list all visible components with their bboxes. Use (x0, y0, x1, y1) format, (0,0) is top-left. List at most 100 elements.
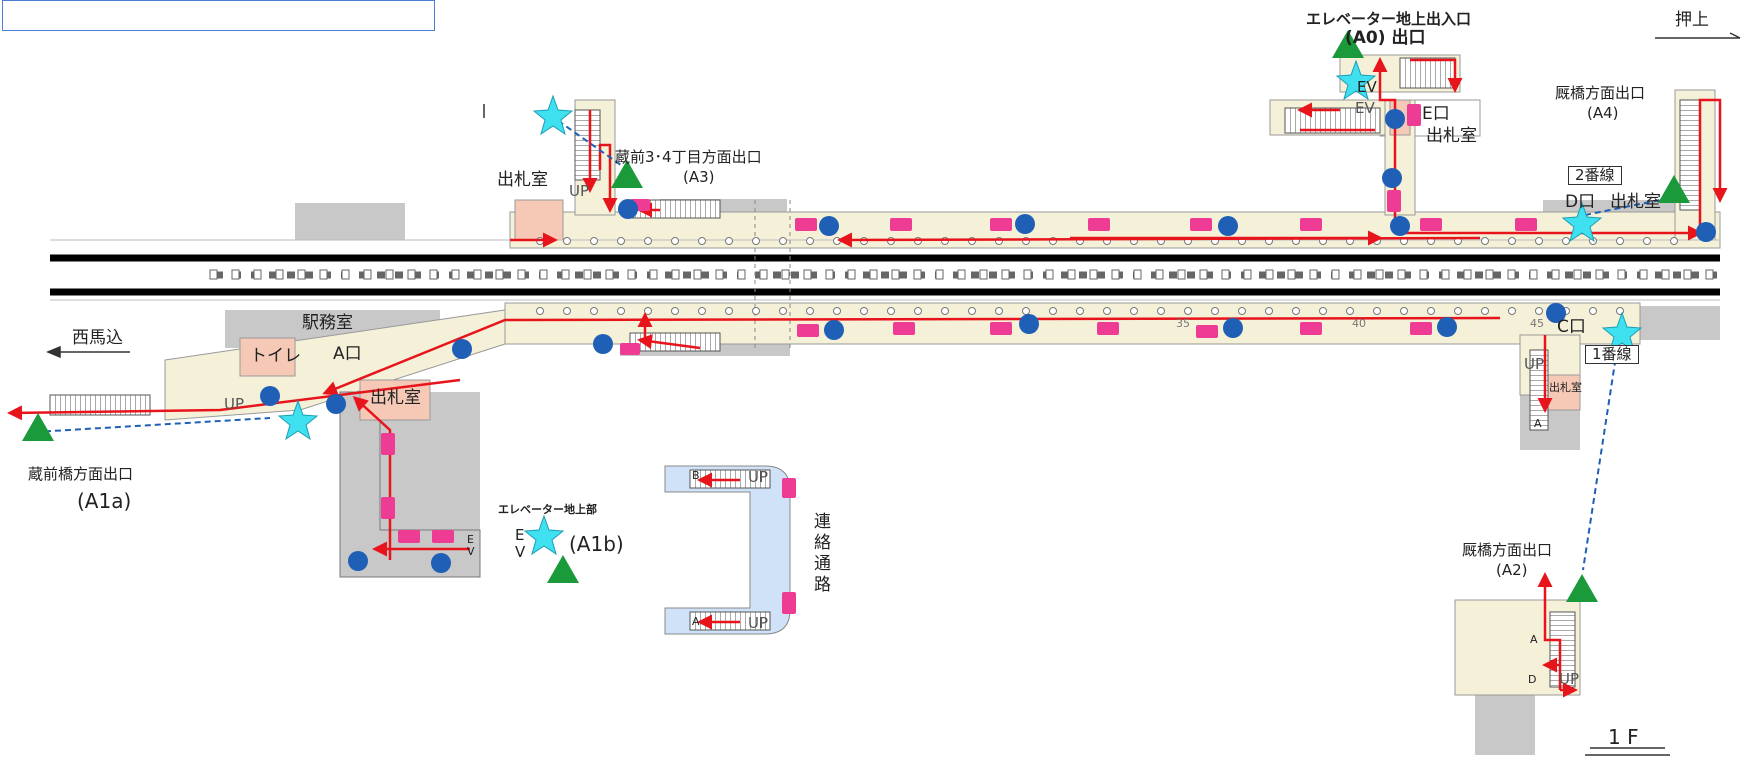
column-dot (1643, 237, 1651, 245)
track-sleeper (1705, 269, 1714, 280)
platform-columns (209, 237, 1714, 315)
column-dot (536, 307, 544, 315)
label-a2: (A2) (1496, 561, 1528, 579)
label-ev-top2: EV (1355, 99, 1375, 117)
track-sleeper (1111, 269, 1120, 280)
track-sleeper (451, 269, 460, 280)
track-sleeper (1529, 269, 1538, 280)
track-sleeper (781, 269, 790, 280)
label-ev-top: EV (1357, 78, 1377, 96)
track-sleeper (1221, 269, 1230, 280)
track-sleeper (1419, 269, 1428, 280)
track-sleeper (1133, 269, 1142, 280)
track-sleeper (539, 269, 548, 280)
column-dot (1319, 307, 1327, 315)
column-dot (1670, 237, 1678, 245)
track-sleeper (407, 269, 416, 280)
track-sleeper (1067, 269, 1076, 280)
column-dot (1535, 237, 1543, 245)
label-a1a: (A1a) (77, 489, 132, 513)
label-up-a1a: UP (224, 395, 245, 413)
label-up-passage1: UP (748, 468, 769, 486)
track-sleeper (737, 269, 746, 280)
label-station-office: 駅務室 (302, 313, 353, 333)
track-sleeper (385, 269, 394, 280)
track-sleeper (1595, 269, 1604, 280)
label-nishimagome: 西馬込 (72, 328, 123, 348)
label-ev-e: E (515, 526, 525, 544)
track-sleeper (1089, 269, 1098, 280)
search-box[interactable] (2, 0, 435, 31)
label-ticket-a: 出札室 (370, 388, 421, 408)
track-sleeper (583, 269, 592, 280)
label-a3: (A3) (683, 168, 715, 186)
column-dot (1373, 307, 1381, 315)
track-sleeper (209, 269, 218, 280)
track-sleeper (847, 269, 856, 280)
guide-lines (34, 114, 1661, 571)
column-dot (725, 237, 733, 245)
label-a4: (A4) (1587, 104, 1619, 122)
column-dot (779, 307, 787, 315)
track-sleeper (935, 269, 944, 280)
track-sleeper (1001, 269, 1010, 280)
track-sleeper (649, 269, 658, 280)
column-dot (644, 237, 652, 245)
rooms (239, 99, 1581, 421)
column-dot (806, 237, 814, 245)
column-dot (1454, 307, 1462, 315)
column-dot (590, 237, 598, 245)
column-dot (806, 307, 814, 315)
track-sleeper (1155, 269, 1164, 280)
column-dot (617, 307, 625, 315)
label-num45: 45 (1530, 317, 1544, 330)
track-sleeper (473, 269, 482, 280)
connecting-passage (664, 465, 791, 635)
track-sleeper (1243, 269, 1252, 280)
track-sleeper (803, 269, 812, 280)
label-ev-v-small: V (467, 545, 475, 558)
pink-markers (381, 104, 1537, 614)
track-sleeper (957, 269, 966, 280)
track-sleeper (891, 269, 900, 280)
label-e-gate: E口 (1422, 104, 1450, 124)
column-dot (860, 307, 868, 315)
track-sleeper (1397, 269, 1406, 280)
track-sleeper (913, 269, 922, 280)
track-sleeper (495, 269, 504, 280)
column-dot (1049, 307, 1057, 315)
track-sleeper (1441, 269, 1450, 280)
column-dot (1562, 237, 1570, 245)
track-sleeper (275, 269, 284, 280)
track-sleeper (715, 269, 724, 280)
column-dot (563, 237, 571, 245)
column-dot (698, 237, 706, 245)
column-dot (968, 307, 976, 315)
label-kuramae34: 蔵前3･4丁目方面出口 (615, 148, 762, 166)
elevator-stars (277, 59, 1643, 556)
track-sleeper (341, 269, 350, 280)
track-sleeper (1639, 269, 1648, 280)
label-a-c: A (1534, 417, 1542, 430)
track-sleeper (869, 269, 878, 280)
label-up-passage2: UP (748, 614, 769, 632)
column-dot (941, 307, 949, 315)
column-dot (1346, 307, 1354, 315)
concourse-areas (164, 54, 1721, 696)
track-sleeper (1023, 269, 1032, 280)
column-dot (833, 307, 841, 315)
track-sleeper (1485, 269, 1494, 280)
column-dot (1508, 237, 1516, 245)
track-sleeper (517, 269, 526, 280)
column-dot (563, 307, 571, 315)
column-dot (644, 307, 652, 315)
column-dot (1238, 307, 1246, 315)
label-ticket-a3: 出札室 (497, 170, 548, 190)
column-dot (1130, 307, 1138, 315)
column-dot (1022, 307, 1030, 315)
track-sleeper (759, 269, 768, 280)
label-kuramaebashi: 蔵前橋方面出口 (28, 465, 134, 483)
track-sleeper (297, 269, 306, 280)
column-dot (1076, 307, 1084, 315)
